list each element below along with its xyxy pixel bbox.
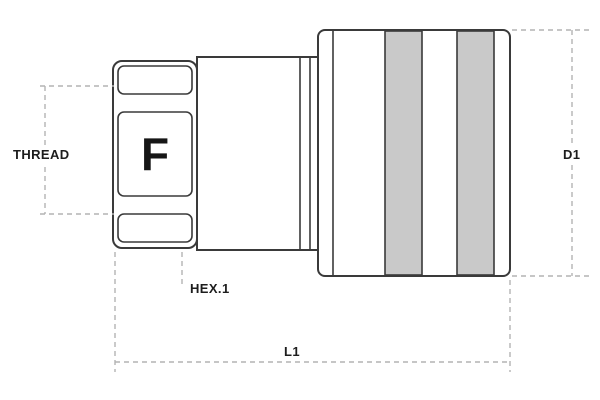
- d1-label-bg: [558, 145, 588, 164]
- hex-flat-top: [117, 65, 193, 95]
- l1-dimension-lines: [114, 252, 511, 372]
- l1-label: L1: [284, 344, 300, 359]
- logo-plate: [117, 111, 193, 197]
- d1-dimension-lines: [512, 29, 592, 277]
- thread-label: THREAD: [13, 147, 70, 162]
- hex-label: HEX.1: [190, 281, 230, 296]
- grip-band-right: [456, 30, 495, 276]
- thread-label-bg: [9, 145, 81, 164]
- grip-band-left: [384, 30, 423, 276]
- brand-logo: F: [141, 128, 169, 180]
- hex-flat-bottom: [117, 213, 193, 243]
- l1-label-bg: [278, 343, 308, 360]
- coupling-body: [196, 56, 319, 251]
- d1-label: D1: [563, 147, 580, 162]
